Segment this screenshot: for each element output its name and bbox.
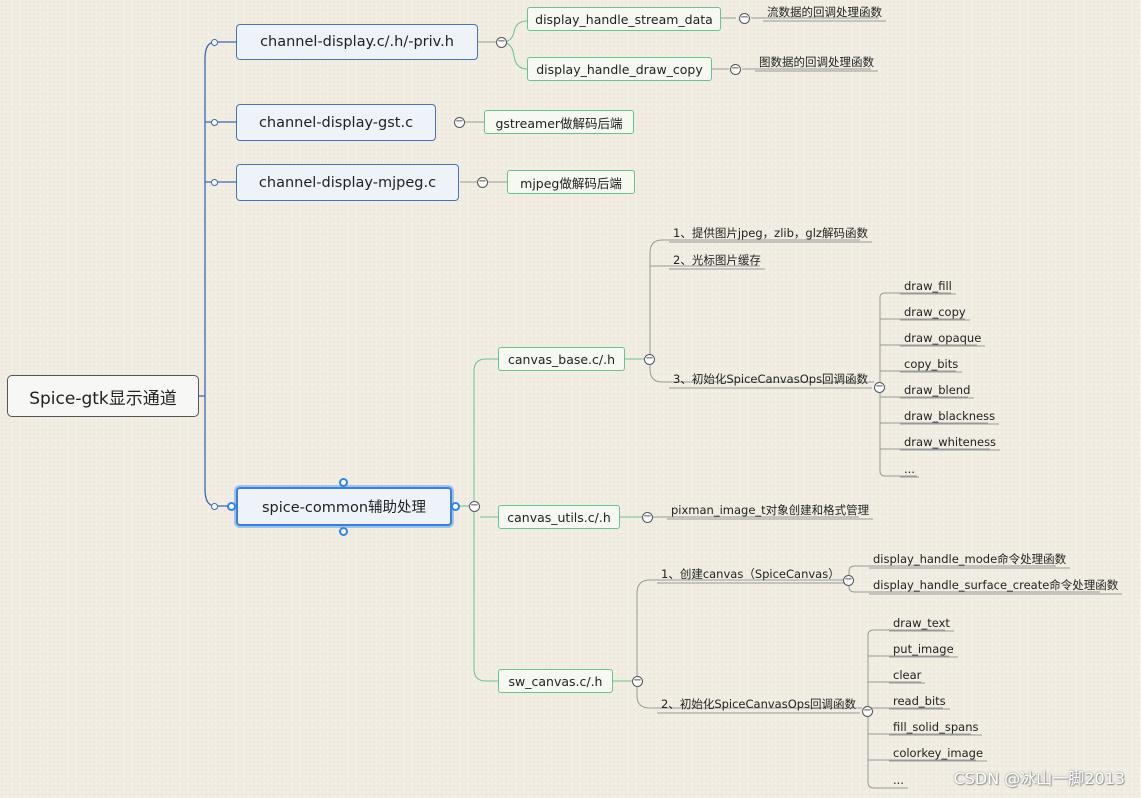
collapse-button-init-ops[interactable]: −	[874, 381, 885, 393]
branch-dot-mjpeg	[211, 179, 218, 186]
sw-op-ellipsis[interactable]: ...	[893, 773, 904, 787]
topic-canvas-utils-label: canvas_utils.c/.h	[507, 509, 611, 525]
canvas-utils-item[interactable]: pixman_image_t对象创建和格式管理	[671, 503, 870, 517]
sw-op-colorkey-image[interactable]: colorkey_image	[893, 746, 984, 760]
canvas-op-copy-bits[interactable]: copy_bits	[904, 357, 959, 371]
collapse-button-draw-copy[interactable]: −	[730, 63, 741, 75]
branch-dot-display	[211, 39, 218, 46]
topic-spice-common-label: spice-common辅助处理	[261, 500, 427, 516]
selection-handle-left[interactable]	[227, 502, 236, 511]
collapse-button-canvas-utils[interactable]: −	[642, 511, 653, 523]
topic-gstreamer-backend[interactable]: gstreamer做解码后端	[484, 110, 634, 134]
topic-display-handle-stream-data-label: display_handle_stream_data	[535, 11, 713, 27]
collapse-button-mjpeg[interactable]: −	[477, 176, 488, 188]
collapse-button-sw-init-ops[interactable]: −	[862, 705, 873, 717]
topic-canvas-base[interactable]: canvas_base.c/.h	[498, 347, 625, 371]
collapse-button-sw-canvas[interactable]: −	[632, 675, 643, 687]
canvas-op-draw-fill[interactable]: draw_fill	[904, 279, 952, 293]
sw-op-read-bits[interactable]: read_bits	[893, 694, 946, 708]
watermark: CSDN @冰山一脚2013	[953, 769, 1125, 788]
sw-op-draw-text[interactable]: draw_text	[893, 616, 950, 630]
topic-canvas-base-label: canvas_base.c/.h	[507, 351, 616, 367]
collapse-button-stream-data[interactable]: −	[739, 12, 750, 24]
collapse-button-common[interactable]: −	[469, 500, 480, 512]
selection-handle-top[interactable]	[339, 478, 348, 487]
collapse-button-gst[interactable]: −	[454, 116, 465, 128]
topic-channel-display-mjpeg-label: channel-display-mjpeg.c	[258, 174, 437, 191]
canvas-op-draw-copy[interactable]: draw_copy	[904, 305, 966, 319]
sw-op-fill-solid-spans[interactable]: fill_solid_spans	[893, 720, 979, 734]
sw-canvas-item-create[interactable]: 1、创建canvas（SpiceCanvas）	[661, 567, 840, 581]
canvas-op-draw-blend[interactable]: draw_blend	[904, 383, 971, 397]
topic-channel-display-label: channel-display.c/.h/-priv.h	[260, 34, 454, 50]
canvas-base-item-cursor-cache[interactable]: 2、光标图片缓存	[673, 253, 761, 267]
topic-display-handle-draw-copy[interactable]: display_handle_draw_copy	[527, 57, 712, 81]
topic-mjpeg-backend-label: mjpeg做解码后端	[520, 175, 622, 191]
branch-dot-gst	[211, 119, 218, 126]
sw-canvas-item-init-ops[interactable]: 2、初始化SpiceCanvasOps回调函数	[661, 697, 857, 711]
canvas-op-draw-opaque[interactable]: draw_opaque	[904, 331, 982, 345]
collapse-button-display[interactable]: −	[496, 36, 507, 48]
topic-canvas-utils[interactable]: canvas_utils.c/.h	[498, 505, 620, 529]
topic-gstreamer-backend-label: gstreamer做解码后端	[495, 115, 623, 131]
canvas-base-item-init-ops[interactable]: 3、初始化SpiceCanvasOps回调函数	[673, 372, 869, 386]
topic-channel-display-gst[interactable]: channel-display-gst.c	[236, 104, 436, 141]
collapse-button-create-canvas[interactable]: −	[843, 574, 854, 586]
topic-channel-display-mjpeg[interactable]: channel-display-mjpeg.c	[236, 164, 459, 201]
selection-handle-right[interactable]	[451, 502, 460, 511]
canvas-base-item-decode[interactable]: 1、提供图片jpeg，zlib，glz解码函数	[673, 226, 868, 240]
topic-sw-canvas[interactable]: sw_canvas.c/.h	[498, 669, 613, 693]
sw-canvas-create-mode[interactable]: display_handle_mode命令处理函数	[873, 552, 1067, 566]
note-stream-data: 流数据的回调处理函数	[767, 5, 882, 19]
topic-spice-common[interactable]: spice-common辅助处理	[236, 487, 452, 526]
root-topic-label: Spice-gtk显示通道	[29, 388, 177, 409]
canvas-op-ellipsis[interactable]: ...	[904, 462, 915, 476]
topic-channel-display[interactable]: channel-display.c/.h/-priv.h	[236, 24, 478, 60]
collapse-button-canvas-base[interactable]: −	[644, 353, 655, 365]
selection-handle-bottom[interactable]	[339, 527, 348, 536]
topic-display-handle-stream-data[interactable]: display_handle_stream_data	[527, 7, 721, 31]
root-topic[interactable]: Spice-gtk显示通道	[7, 375, 199, 417]
topic-channel-display-gst-label: channel-display-gst.c	[258, 114, 414, 131]
topic-sw-canvas-label: sw_canvas.c/.h	[508, 673, 603, 689]
canvas-op-draw-blackness[interactable]: draw_blackness	[904, 409, 996, 423]
note-draw-copy: 图数据的回调处理函数	[759, 55, 874, 69]
topic-mjpeg-backend[interactable]: mjpeg做解码后端	[507, 170, 635, 194]
branch-dot-common	[211, 503, 218, 510]
topic-display-handle-draw-copy-label: display_handle_draw_copy	[536, 61, 703, 77]
sw-op-clear[interactable]: clear	[893, 668, 922, 682]
sw-op-put-image[interactable]: put_image	[893, 642, 954, 656]
sw-canvas-create-surface[interactable]: display_handle_surface_create命令处理函数	[873, 578, 1119, 592]
canvas-op-draw-whiteness[interactable]: draw_whiteness	[904, 435, 997, 449]
